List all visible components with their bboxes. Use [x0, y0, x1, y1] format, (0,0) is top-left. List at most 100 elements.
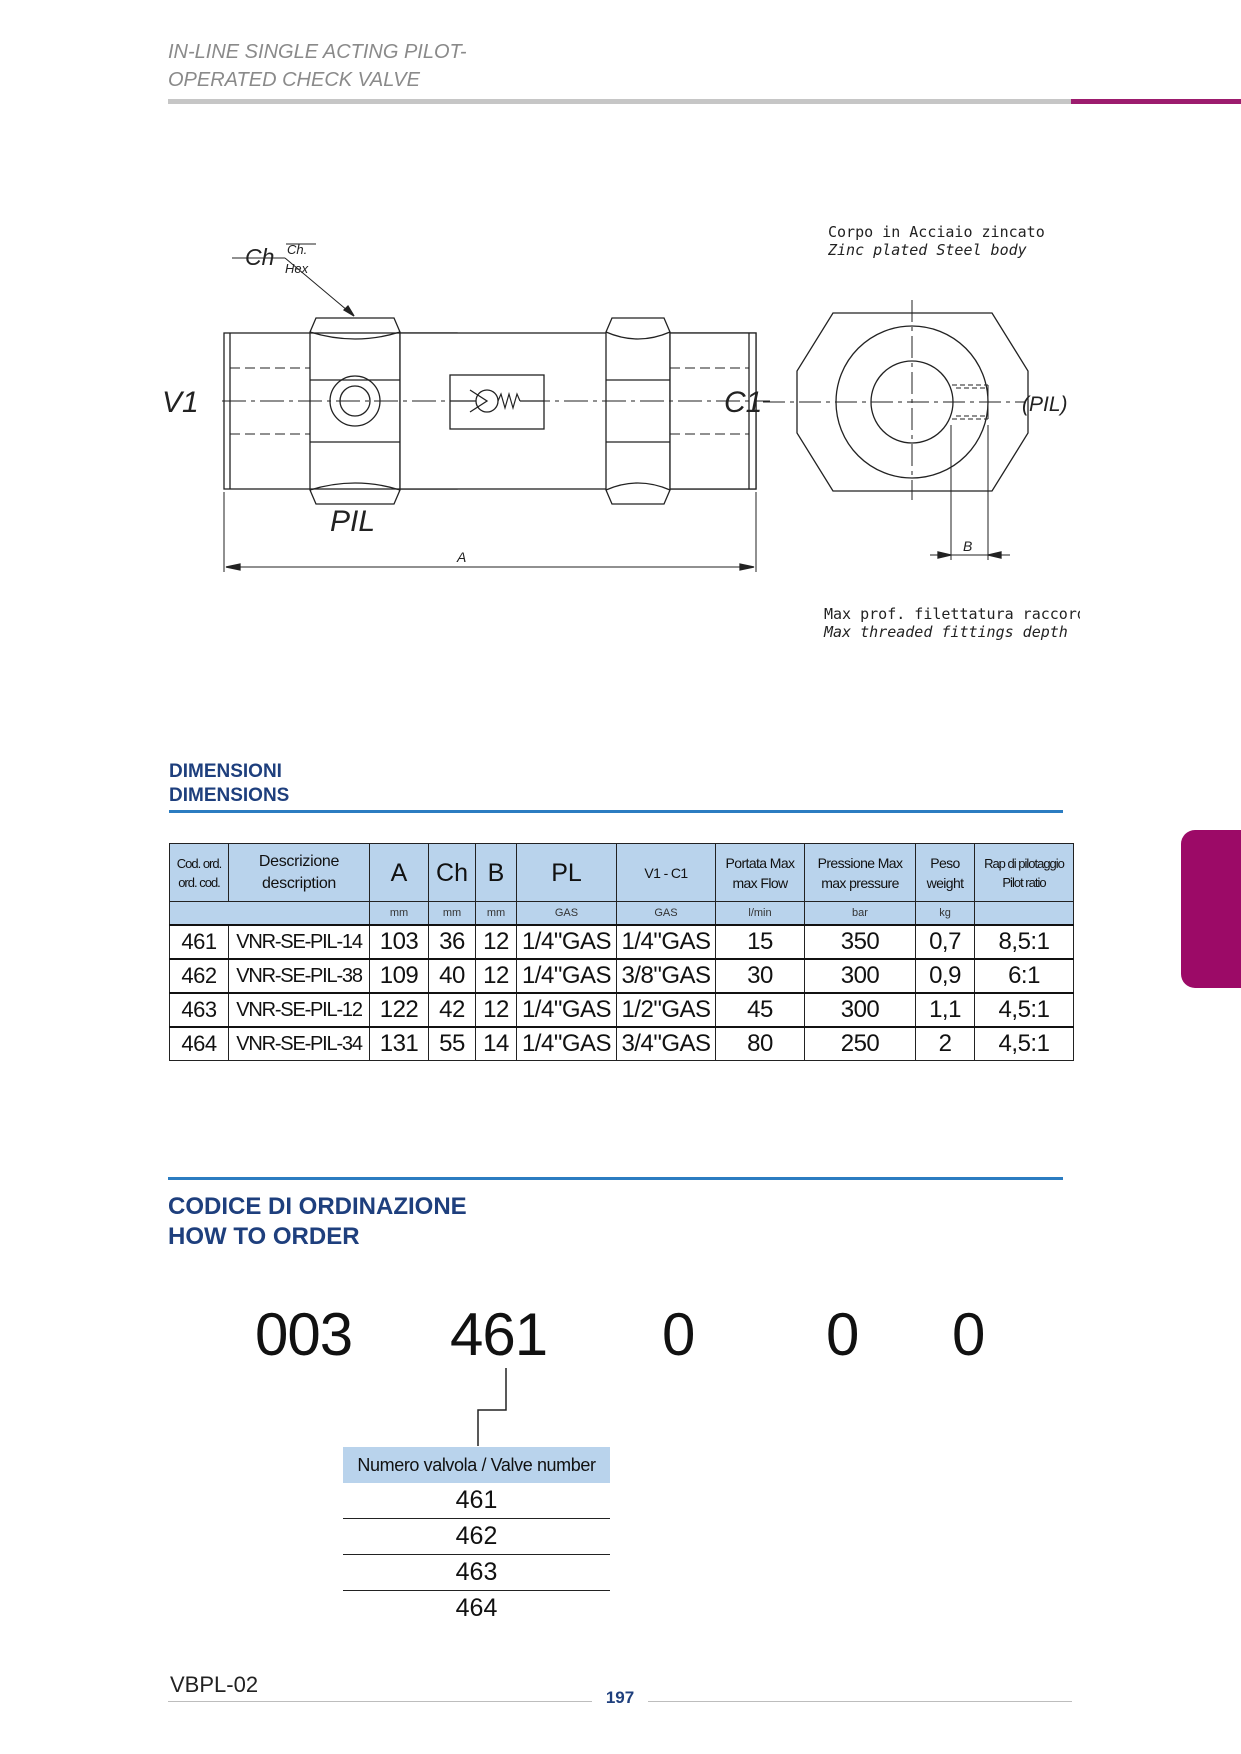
order-heading: CODICE DI ORDINAZIONE HOW TO ORDER [168, 1192, 467, 1252]
header-rule [168, 99, 1071, 104]
note-depth-en: Max threaded fittings depth [823, 623, 1068, 641]
table-cell: 463 [169, 992, 229, 1028]
table-cell: 109 [369, 958, 429, 994]
label-dimension-a: A [456, 549, 466, 565]
valve-number-table: Numero valvola / Valve number 461 462 46… [343, 1447, 610, 1626]
unit-blank [169, 901, 370, 926]
table-cell: 461 [169, 924, 229, 960]
unit-weight: kg [915, 901, 975, 926]
order-heading-it: CODICE DI ORDINAZIONE [168, 1193, 467, 1220]
table-cell: 464 [169, 1026, 229, 1061]
unit-pl: GAS [516, 901, 617, 926]
table-row: 464 [343, 1591, 610, 1627]
table-cell: 1/4"GAS [516, 924, 617, 960]
table-row: 462 VNR-SE-PIL-38 109 40 12 1/4"GAS 3/8"… [169, 958, 1074, 994]
valve-number: 463 [343, 1554, 610, 1591]
order-code-digit-1: 0 [662, 1301, 695, 1368]
col-header-ch: Ch [428, 843, 476, 902]
hex-nut-left [309, 317, 401, 505]
label-v1: V1 [162, 386, 199, 419]
label-c1: C1 [724, 386, 762, 419]
page-header-title: IN-LINE SINGLE ACTING PILOT- OPERATED CH… [168, 38, 467, 94]
unit-a: mm [369, 901, 429, 926]
label-pil: PIL [330, 505, 375, 538]
table-cell: 12 [475, 924, 517, 960]
table-cell: 1/2"GAS [616, 992, 716, 1028]
table-cell: VNR-SE-PIL-14 [228, 924, 370, 960]
table-cell: 4,5:1 [974, 1026, 1074, 1061]
table-cell: 4,5:1 [974, 992, 1074, 1028]
table-cell: 1,1 [915, 992, 975, 1028]
label-dimension-b: B [963, 538, 972, 554]
unit-ratio [974, 901, 1074, 926]
label-hex: Hex [285, 261, 309, 276]
order-rule [168, 1177, 1063, 1180]
valve-number: 462 [343, 1518, 610, 1555]
dimensions-heading-en: DIMENSIONS [169, 785, 290, 806]
header-title-line1: IN-LINE SINGLE ACTING PILOT- [168, 41, 467, 63]
table-cell: 1/4"GAS [516, 992, 617, 1028]
dimensions-heading-it: DIMENSIONI [169, 761, 282, 782]
table-cell: 250 [804, 1026, 916, 1061]
note-depth-it: Max prof. filettatura raccordi [824, 605, 1080, 623]
table-cell: 45 [715, 992, 805, 1028]
table-cell: 462 [169, 958, 229, 994]
table-cell: 3/8"GAS [616, 958, 716, 994]
label-ch-small: Ch. [287, 242, 307, 257]
page-number: 197 [605, 1688, 635, 1707]
table-cell: 80 [715, 1026, 805, 1061]
note-body-en: Zinc plated Steel body [827, 241, 1027, 259]
table-cell: VNR-SE-PIL-34 [228, 1026, 370, 1061]
hex-nut-right [605, 317, 671, 505]
valve-number-header: Numero valvola / Valve number [343, 1447, 610, 1483]
unit-flow: l/min [715, 901, 805, 926]
valve-technical-drawing: Ch Ch. Hex V1 C1 PIL A B (PIL) Corpo in … [162, 223, 1080, 641]
table-row: 461 VNR-SE-PIL-14 103 36 12 1/4"GAS 1/4"… [169, 924, 1074, 960]
table-cell: 55 [428, 1026, 476, 1061]
valve-body-right [669, 332, 757, 490]
table-cell: 1/4"GAS [616, 924, 716, 960]
table-row: 463 VNR-SE-PIL-12 122 42 12 1/4"GAS 1/2"… [169, 992, 1074, 1028]
unit-pressure: bar [804, 901, 916, 926]
table-cell: 122 [369, 992, 429, 1028]
table-cell: 15 [715, 924, 805, 960]
table-cell: 2 [915, 1026, 975, 1061]
table-cell: 0,7 [915, 924, 975, 960]
table-row: 462 [343, 1518, 610, 1555]
table-cell: 14 [475, 1026, 517, 1061]
table-cell: 1/4"GAS [516, 1026, 617, 1061]
label-ch: Ch [245, 244, 274, 270]
table-cell: 131 [369, 1026, 429, 1061]
table-cell: 12 [475, 958, 517, 994]
header-accent-rule [1071, 99, 1241, 104]
unit-b: mm [475, 901, 517, 926]
end-view-hexagon [796, 312, 1029, 492]
order-heading-en: HOW TO ORDER [168, 1223, 360, 1250]
table-cell: 42 [428, 992, 476, 1028]
table-cell: 300 [804, 958, 916, 994]
col-header-v1-c1: V1 - C1 [616, 843, 716, 902]
table-cell: 6:1 [974, 958, 1074, 994]
col-header-a: A [369, 843, 429, 902]
valve-number: 461 [343, 1483, 610, 1519]
valve-number: 464 [455, 1594, 498, 1622]
dimensions-rule [169, 810, 1063, 813]
table-cell: 0,9 [915, 958, 975, 994]
table-cell: 40 [428, 958, 476, 994]
table-cell: 3/4"GAS [616, 1026, 716, 1061]
table-cell: 36 [428, 924, 476, 960]
table-cell: 30 [715, 958, 805, 994]
table-row: 463 [343, 1554, 610, 1591]
col-header-b: B [475, 843, 517, 902]
order-code-connector [477, 1368, 507, 1446]
note-body-it: Corpo in Acciaio zincato [828, 223, 1045, 241]
table-cell: 350 [804, 924, 916, 960]
footer-rule-left [168, 1701, 592, 1702]
footer-document-code: VBPL-02 [170, 1672, 259, 1697]
order-code-prefix: 003 [255, 1301, 353, 1368]
